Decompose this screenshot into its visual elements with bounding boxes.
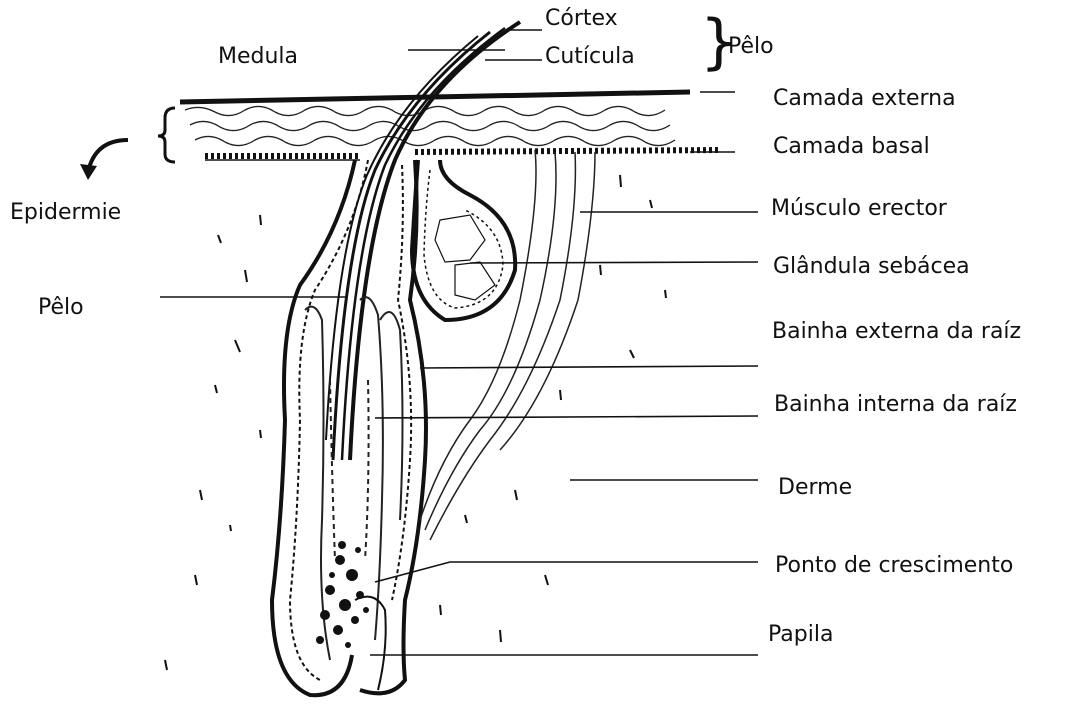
label-camada-basal: Camada basal bbox=[773, 134, 930, 160]
epidermis-bracket bbox=[158, 108, 175, 162]
label-medula: Medula bbox=[218, 44, 298, 70]
label-glandula-sebacea: Glândula sebácea bbox=[773, 254, 970, 280]
basal-layer bbox=[205, 150, 720, 156]
label-ponto-crescimento: Ponto de crescimento bbox=[775, 553, 1013, 579]
leader-lines bbox=[160, 30, 758, 655]
label-epidermie: Epidermie bbox=[10, 200, 121, 226]
label-bainha-interna: Bainha interna da raíz bbox=[774, 388, 1044, 421]
label-camada-externa: Camada externa bbox=[773, 86, 956, 112]
leader-ponto bbox=[375, 562, 758, 582]
arrector-muscle bbox=[420, 150, 595, 540]
epidermis-cells bbox=[185, 106, 675, 145]
label-cortex: Córtex bbox=[545, 6, 618, 32]
bulb-dots bbox=[316, 541, 369, 648]
label-pelo-brace: Pêlo bbox=[728, 34, 774, 60]
label-derme: Derme bbox=[778, 475, 852, 501]
label-papila: Papila bbox=[768, 622, 833, 648]
leader-glandula bbox=[470, 262, 758, 263]
label-cuticula: Cutícula bbox=[545, 44, 635, 70]
leader-bainha-interna bbox=[375, 416, 758, 418]
label-pelo-left: Pêlo bbox=[38, 295, 84, 321]
label-bainha-externa: Bainha externa da raíz bbox=[772, 315, 1042, 348]
papilla-outline bbox=[355, 597, 386, 690]
sebaceous-gland bbox=[412, 160, 515, 320]
inner-root-sheath bbox=[305, 297, 403, 660]
leader-bainha-externa bbox=[420, 366, 758, 368]
label-musculo-erector: Músculo erector bbox=[771, 196, 947, 222]
